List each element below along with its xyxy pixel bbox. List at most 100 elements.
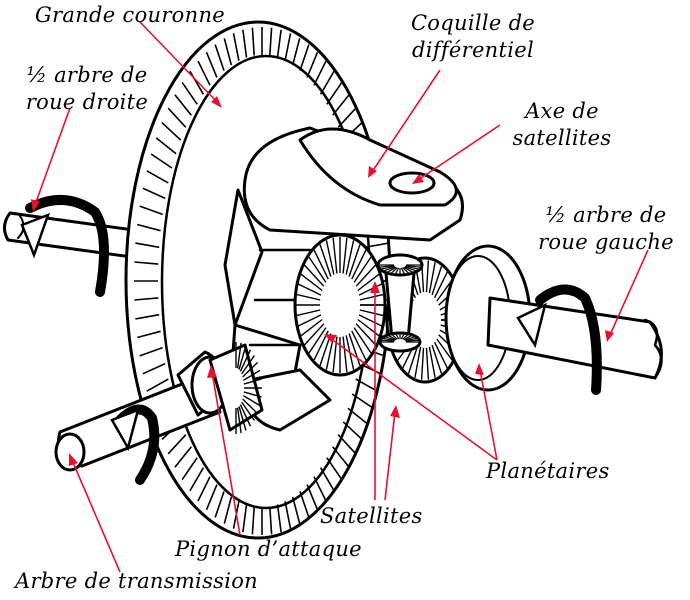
label-demi-arbre-droite: ½ arbre de roue droite bbox=[12, 62, 162, 116]
gear-tooth bbox=[359, 309, 384, 317]
gear-tooth bbox=[348, 333, 361, 366]
gear-tooth bbox=[174, 446, 192, 468]
gear-tooth bbox=[306, 484, 319, 511]
label-planetaires: Planétaires bbox=[486, 459, 610, 483]
gear-tooth bbox=[420, 347, 425, 380]
gear-tooth bbox=[299, 44, 310, 71]
gear-tooth bbox=[404, 266, 418, 272]
gear-tooth bbox=[136, 330, 161, 339]
gear-tooth bbox=[134, 261, 159, 265]
arrowhead-satellites-1 bbox=[370, 281, 380, 293]
gear-tooth bbox=[358, 314, 383, 327]
gear-tooth bbox=[241, 355, 255, 375]
gear-tooth bbox=[428, 346, 436, 378]
gear-tooth bbox=[308, 256, 327, 283]
gear-tooth bbox=[425, 260, 430, 293]
pointer-demi-arbre-droite bbox=[34, 107, 71, 206]
gear-tooth bbox=[297, 283, 322, 296]
gear-tooth bbox=[139, 205, 163, 216]
gear-tooth bbox=[325, 240, 335, 275]
left-planet-gear bbox=[293, 233, 387, 377]
gear-tooth bbox=[402, 267, 410, 275]
pointer-planetaires-2 bbox=[479, 369, 498, 461]
gear-tooth bbox=[405, 339, 420, 342]
gear-tooth bbox=[167, 434, 187, 455]
arrowhead-axe bbox=[412, 174, 424, 184]
gear-tooth bbox=[136, 223, 161, 232]
gear-tooth bbox=[337, 107, 357, 128]
arrowhead-demi-arbre-droite bbox=[31, 199, 40, 212]
pointer-axe bbox=[417, 124, 501, 181]
gear-tooth bbox=[313, 60, 327, 86]
gear-tooth bbox=[284, 501, 292, 529]
gear-tooth bbox=[347, 407, 369, 425]
arrowhead-grande-couronne bbox=[211, 96, 222, 108]
gear-tooth bbox=[242, 504, 248, 533]
arrowhead-arbre-transmission bbox=[69, 453, 78, 466]
gear-tooth bbox=[223, 496, 233, 524]
gear-tooth bbox=[400, 332, 406, 340]
gear-tooth bbox=[223, 38, 233, 66]
gear-tooth bbox=[326, 457, 343, 481]
gear-tooth bbox=[135, 242, 160, 249]
gear-tooth bbox=[332, 237, 338, 274]
gear-tooth bbox=[342, 421, 363, 440]
gear-tooth bbox=[428, 262, 436, 294]
gear-tooth bbox=[403, 266, 414, 274]
gear-tooth bbox=[425, 347, 430, 380]
gear-tooth bbox=[326, 81, 343, 105]
pointer-satellites-2 bbox=[384, 411, 396, 501]
gear-tooth bbox=[342, 336, 348, 373]
gear-tooth bbox=[150, 153, 173, 169]
gear-tooth bbox=[313, 476, 327, 502]
gear-tooth bbox=[243, 378, 262, 385]
gear-tooth bbox=[355, 323, 377, 346]
gear-tooth bbox=[142, 362, 166, 375]
gear-tooth bbox=[299, 491, 310, 518]
gear-tooth bbox=[161, 122, 182, 141]
gear-tooth bbox=[214, 44, 225, 71]
gear-tooth bbox=[357, 273, 380, 292]
rotation-arrow-drive-shaft bbox=[110, 404, 160, 485]
gear-tooth bbox=[300, 273, 323, 292]
gear-tooth bbox=[387, 334, 397, 341]
gear-tooth bbox=[189, 70, 205, 95]
gear-tooth bbox=[291, 496, 301, 524]
gear-tooth bbox=[400, 267, 406, 275]
arrowhead-satellites-2 bbox=[390, 405, 400, 418]
gear-tooth bbox=[414, 346, 422, 378]
gear-tooth bbox=[197, 60, 211, 86]
gear-tooth bbox=[355, 264, 377, 287]
label-coquille-line1: Coquille de bbox=[410, 11, 536, 35]
gear-tooth bbox=[139, 346, 163, 357]
gear-tooth bbox=[403, 334, 413, 341]
label-axe-line2: satellites bbox=[512, 126, 612, 150]
gear-tooth bbox=[407, 344, 419, 374]
label-satellites: Satellites bbox=[320, 504, 423, 528]
gear-tooth bbox=[181, 457, 198, 481]
arrowhead-planetaires-2 bbox=[475, 363, 484, 375]
gear-tooth bbox=[276, 504, 282, 533]
gear-tooth bbox=[284, 33, 292, 61]
gear-tooth bbox=[381, 337, 395, 342]
gear-tooth bbox=[303, 323, 325, 346]
label-demi-arbre-gauche-line1: ½ arbre de bbox=[545, 203, 667, 227]
rotation-arrow-right-shaft bbox=[20, 194, 109, 297]
gear-tooth bbox=[351, 330, 367, 361]
gear-tooth bbox=[364, 242, 389, 249]
label-arbre-transmission: Arbre de transmission bbox=[15, 569, 259, 593]
label-grande-couronne: Grande couronne bbox=[35, 3, 225, 27]
gear-tooth bbox=[319, 70, 335, 95]
gear-tooth bbox=[351, 393, 374, 409]
gear-tooth bbox=[380, 339, 395, 342]
label-demi-arbre-droite-line1: ½ arbre de bbox=[26, 63, 148, 87]
pointer-coquille bbox=[371, 69, 441, 173]
gear-tooth bbox=[146, 378, 169, 392]
gear-tooth bbox=[242, 29, 248, 58]
gear-tooth bbox=[431, 266, 443, 296]
gear-tooth bbox=[303, 264, 325, 287]
differential-case bbox=[223, 126, 464, 432]
pointer-planetaires-1 bbox=[329, 337, 498, 461]
